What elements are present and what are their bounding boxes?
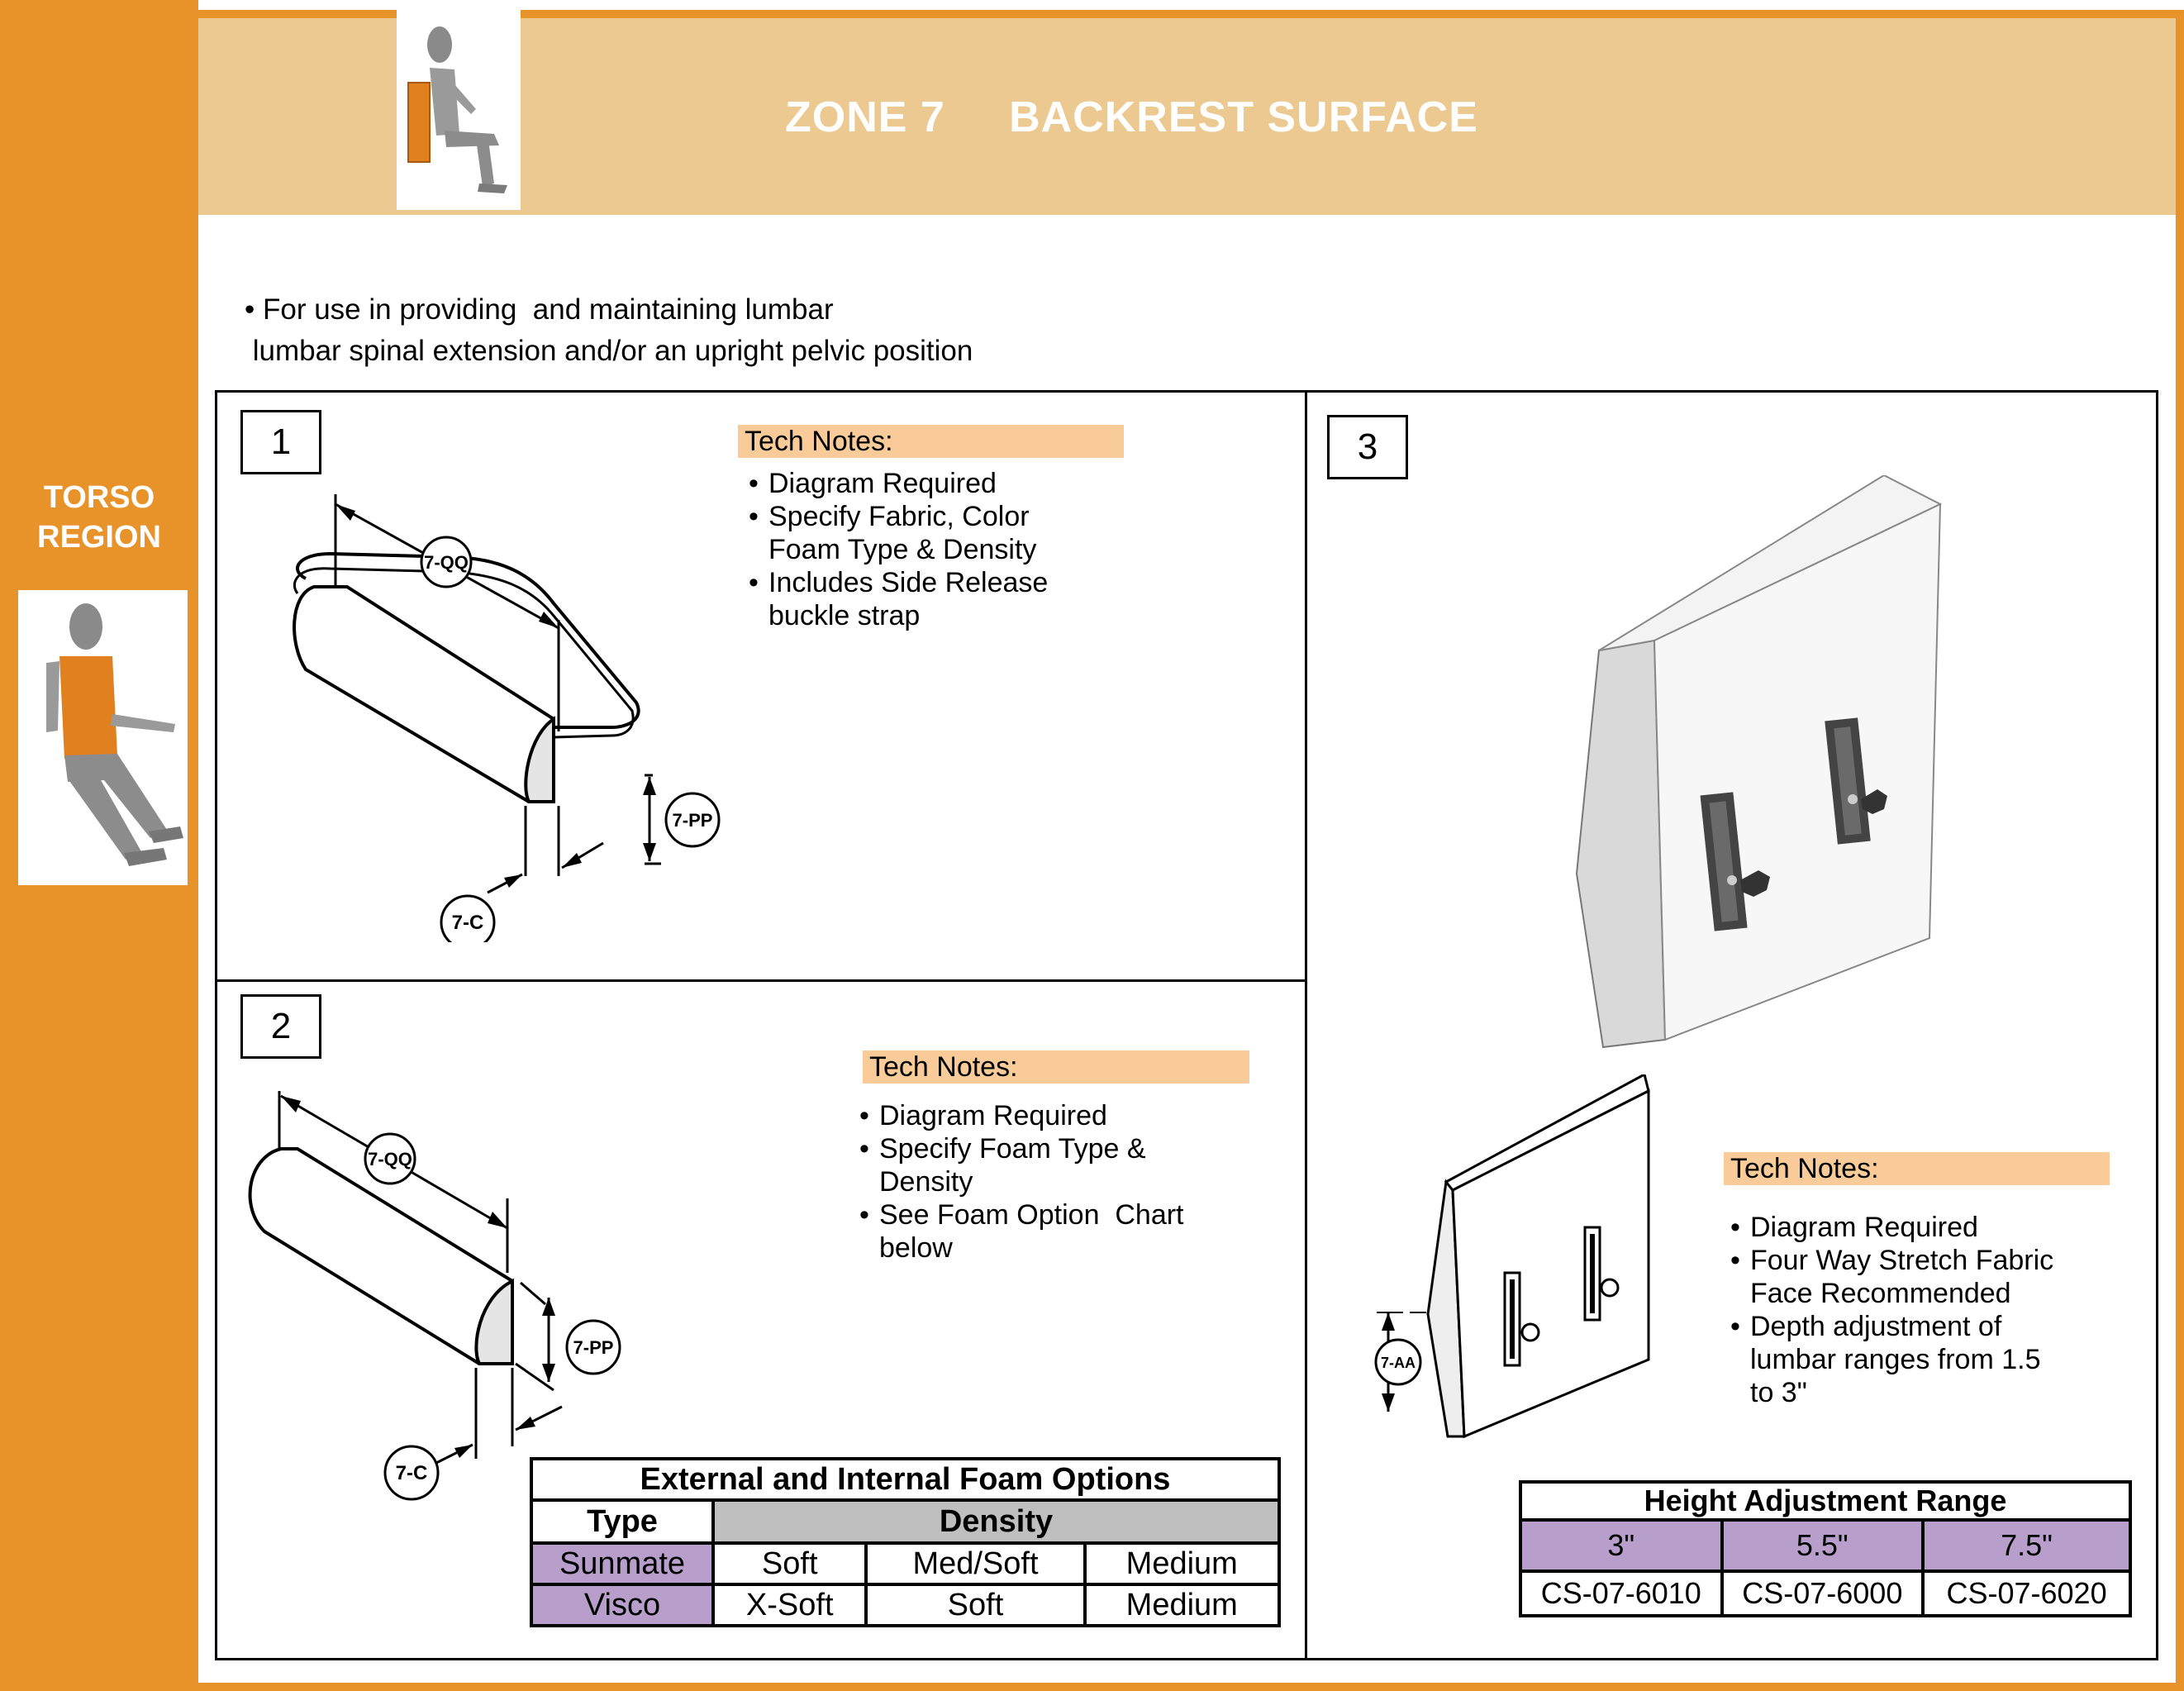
region-label-line2: REGION xyxy=(37,520,161,555)
height-table-title: Height Adjustment Range xyxy=(1519,1480,2132,1522)
tech-notes-list-3: Diagram Required Four Way Stretch Fabric… xyxy=(1730,1211,2053,1409)
tech-note-continuation: Density xyxy=(879,1166,973,1198)
callout-7c: 7-C xyxy=(452,912,484,934)
region-label-line1: TORSO xyxy=(43,480,155,515)
callout-7qq: 7-QQ xyxy=(424,552,469,573)
tech-note-continuation: buckle strap xyxy=(768,600,921,631)
tech-note-item: Specify Fabric, Color xyxy=(749,500,1048,533)
tech-note-continuation: below xyxy=(879,1232,953,1264)
density-cell: Medium xyxy=(1082,1583,1282,1627)
tech-note-item: See Foam Option Chart xyxy=(859,1198,1184,1231)
tech-notes-heading-3: Tech Notes: xyxy=(1724,1152,2110,1185)
tech-note-continuation: Foam Type & Density xyxy=(768,534,1037,565)
seated-figure-backrest-icon xyxy=(397,10,521,210)
tech-note-item: Four Way Stretch Fabric xyxy=(1730,1244,2053,1277)
backrest-large-diagram xyxy=(1575,475,1942,1049)
zone-label: ZONE 7 xyxy=(785,93,945,141)
frame-top-border xyxy=(198,10,2184,18)
tech-note-item: Specify Foam Type & xyxy=(859,1132,1184,1165)
tech-note-item: Depth adjustment of xyxy=(1730,1310,2053,1343)
foam-options-table: External and Internal Foam Options Type … xyxy=(530,1457,1282,1627)
callout-7c-2: 7-C xyxy=(396,1462,428,1484)
tech-note-item: Diagram Required xyxy=(1730,1211,2053,1244)
intro-line-2: lumbar spinal extension and/or an uprigh… xyxy=(245,335,973,367)
lumbar-roll-strap-diagram: 7-QQ 7-PP 7-C xyxy=(293,494,721,942)
foam-table-title: External and Internal Foam Options xyxy=(530,1457,1281,1502)
table-row: Visco X-Soft Soft Medium xyxy=(530,1583,1282,1627)
tech-notes-heading-2: Tech Notes: xyxy=(863,1050,1249,1084)
frame-right-border xyxy=(2176,10,2184,1691)
tech-notes-heading-1: Tech Notes: xyxy=(738,425,1124,458)
panel-3-number: 3 xyxy=(1327,415,1408,479)
callout-7aa: 7-AA xyxy=(1381,1355,1416,1371)
height-value-cell: 5.5" xyxy=(1720,1518,1925,1573)
header-band xyxy=(198,18,2176,215)
foam-type-cell: Visco xyxy=(530,1583,715,1627)
backrest-small-diagram: 7-AA xyxy=(1374,1074,1650,1439)
height-adjustment-table: Height Adjustment Range 3" 5.5" 7.5" CS-… xyxy=(1519,1480,2132,1617)
tech-notes-list-1: Diagram Required Specify Fabric, Color F… xyxy=(749,467,1048,632)
part-number-cell: CS-07-6000 xyxy=(1720,1570,1925,1617)
part-number-cell: CS-07-6010 xyxy=(1519,1570,1724,1617)
density-cell: Med/Soft xyxy=(864,1541,1087,1586)
tech-note-continuation: Face Recommended xyxy=(1750,1278,2011,1309)
tech-note-continuation: to 3" xyxy=(1750,1377,1807,1408)
tech-note-continuation: lumbar ranges from 1.5 xyxy=(1750,1344,2041,1375)
region-label: TORSO REGION xyxy=(0,478,198,557)
torso-figure-icon xyxy=(18,590,188,885)
foam-type-cell: Sunmate xyxy=(530,1541,715,1586)
height-value-cell: 7.5" xyxy=(1921,1518,2132,1573)
frame-bottom-border xyxy=(198,1683,2184,1691)
density-cell: Soft xyxy=(864,1583,1087,1627)
intro-text: • For use in providing and maintaining l… xyxy=(245,289,973,372)
zone-title: BACKREST SURFACE xyxy=(1009,93,1478,141)
part-number-cell: CS-07-6020 xyxy=(1921,1570,2132,1617)
density-cell: X-Soft xyxy=(711,1583,868,1627)
callout-7qq-2: 7-QQ xyxy=(368,1149,412,1169)
foam-table-type-header: Type xyxy=(530,1498,715,1545)
density-cell: Soft xyxy=(711,1541,868,1586)
lumbar-half-roll-diagram: 7-QQ 7-PP 7-C xyxy=(248,1091,621,1501)
panel-1-number: 1 xyxy=(240,410,321,474)
callout-7pp: 7-PP xyxy=(673,810,713,831)
tech-note-item: Diagram Required xyxy=(859,1099,1184,1132)
foam-table-density-header: Density xyxy=(711,1498,1281,1545)
callout-7pp-2: 7-PP xyxy=(573,1337,614,1358)
table-row: CS-07-6010 CS-07-6000 CS-07-6020 xyxy=(1519,1570,2132,1617)
page-title: ZONE 7 BACKREST SURFACE xyxy=(785,93,1478,142)
height-value-cell: 3" xyxy=(1519,1518,1724,1573)
tech-notes-list-2: Diagram Required Specify Foam Type & Den… xyxy=(859,1099,1184,1265)
intro-line-1: • For use in providing and maintaining l… xyxy=(245,293,834,326)
tech-note-item: Includes Side Release xyxy=(749,566,1048,599)
tech-note-item: Diagram Required xyxy=(749,467,1048,500)
density-cell: Medium xyxy=(1082,1541,1282,1586)
panel-2-number: 2 xyxy=(240,994,321,1059)
table-row: Sunmate Soft Med/Soft Medium xyxy=(530,1541,1282,1586)
table-row: 3" 5.5" 7.5" xyxy=(1519,1518,2132,1573)
